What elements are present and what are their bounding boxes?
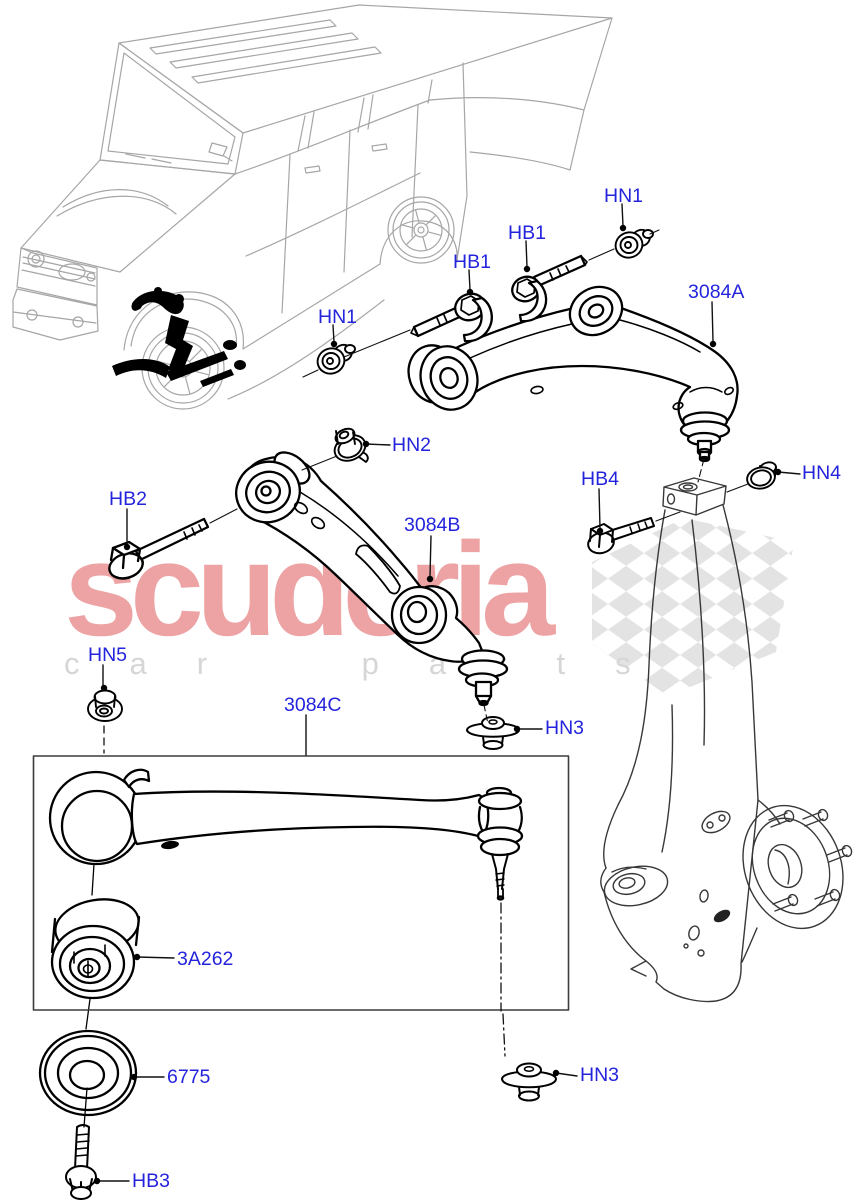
assembly-axis-lines	[103, 229, 749, 1057]
leader-lines	[93, 203, 801, 1185]
callout-hn5[interactable]: HN5	[88, 644, 128, 666]
callout-3084a[interactable]: 3084A	[688, 281, 745, 303]
cup-washer-6775	[38, 1029, 138, 1128]
callout-hn2[interactable]: HN2	[392, 434, 432, 456]
detail-box	[32, 755, 570, 1011]
steering-knuckle	[600, 477, 853, 1003]
callout-hb1-right[interactable]: HB1	[508, 222, 546, 244]
lower-control-arm	[235, 451, 509, 707]
boot-seal-hn3-bottom	[501, 1062, 557, 1102]
vehicle-illustration	[12, 4, 613, 410]
nut-hn1-top	[614, 228, 654, 259]
nut-hn2	[333, 427, 369, 463]
bushing-3a262	[50, 898, 141, 1030]
bolt-hb3	[65, 1124, 97, 1200]
watermark-tagline-text: car parts	[64, 646, 681, 681]
callout-hb1-left[interactable]: HB1	[453, 251, 491, 273]
upper-control-arm	[407, 285, 739, 463]
front-lower-arm-group	[48, 768, 524, 901]
callout-3a262[interactable]: 3A262	[177, 948, 234, 970]
callout-hn4[interactable]: HN4	[802, 462, 842, 484]
callout-hn3-bottom[interactable]: HN3	[580, 1064, 620, 1086]
bolt-hb2	[108, 517, 210, 580]
callout-hb3[interactable]: HB3	[132, 1170, 170, 1192]
callout-6775[interactable]: 6775	[167, 1066, 211, 1088]
nut-hn1-left	[316, 343, 356, 375]
bolt-hb1-right	[511, 254, 588, 323]
bolt-hb1-left	[410, 292, 493, 343]
callout-hn1-left[interactable]: HN1	[318, 306, 358, 328]
callout-hn1-top[interactable]: HN1	[604, 185, 644, 207]
nut-hn4	[746, 461, 777, 490]
bolt-hb4	[587, 517, 655, 555]
callout-3084c[interactable]: 3084C	[284, 694, 342, 716]
suspension-parts	[32, 228, 777, 1200]
highlighted-suspension-area	[112, 287, 246, 387]
nut-hn5	[87, 689, 123, 722]
callout-hb2[interactable]: HB2	[109, 488, 147, 510]
callout-hn3-mid[interactable]: HN3	[545, 717, 585, 739]
boot-seal-hn3-mid	[466, 716, 520, 750]
callout-3084b[interactable]: 3084B	[404, 514, 461, 536]
callout-hb4[interactable]: HB4	[581, 468, 619, 490]
